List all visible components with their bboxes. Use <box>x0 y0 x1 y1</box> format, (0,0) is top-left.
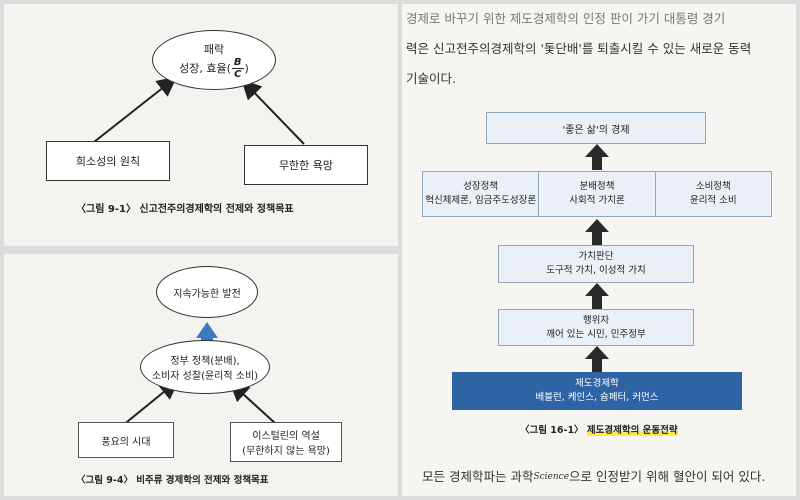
policy-growth-sub: 혁신체제론, 임금주도성장론 <box>425 195 537 206</box>
figure-16-1-arrows <box>585 144 609 372</box>
fraction: B C <box>231 56 244 80</box>
sustainable-ellipse: 지속가능한 발전 <box>156 266 258 318</box>
base-sub: 베블런, 케인스, 슘페터, 커먼스 <box>535 392 659 403</box>
page-text-line3: 기술이다. <box>406 71 456 86</box>
easterlin-box: 이스털린의 역설 (무한하지 않는 욕망) <box>230 422 342 462</box>
policy-distribution: 분배정책 사회적 가치론 <box>539 172 656 216</box>
policy-growth: 성장정책 혁신체제론, 임금주도성장론 <box>423 172 540 216</box>
figure-9-1-caption: 〈그림 9-1〉 신고전주의경제학의 전제와 정책목표 <box>76 204 294 215</box>
ellipse-text: 성장, 효율( <box>179 62 231 75</box>
policy-consumption-title: 소비정책 <box>695 181 731 192</box>
institutional-economics-box: 제도경제학 베블런, 케인스, 슘페터, 커먼스 <box>452 372 742 410</box>
policy-growth-title: 성장정책 <box>463 181 499 192</box>
scarcity-box: 희소성의 원칙 <box>46 141 170 181</box>
policy-ellipse: 정부 정책(분배), 소비자 성찰(윤리적 소비) <box>140 340 270 394</box>
actor-box: 행위자 깨어 있는 시민, 민주정부 <box>498 309 694 346</box>
goal-ellipse: 패락 성장, 효율( B C ) <box>152 30 276 90</box>
policy-distribution-title: 분배정책 <box>579 181 615 192</box>
actor-sub: 깨어 있는 시민, 민주정부 <box>546 328 646 340</box>
base-title: 제도경제학 <box>575 378 619 389</box>
figure-9-4-caption: 〈그림 9-4〉 비주류 경제학의 전제와 정책목표 <box>76 475 269 486</box>
fraction-denominator: C <box>234 68 242 80</box>
ellipse-line2: 성장, 효율( B C ) <box>179 57 249 80</box>
bottom-text-a: 모든 경제학파는 과학 <box>422 469 534 484</box>
policy-row: 성장정책 혁신체제론, 임금주도성장론 분배정책 사회적 가치론 소비정책 윤리… <box>422 171 772 217</box>
value-judgment-title: 가치판단 <box>578 251 614 262</box>
figure-16-1-caption: 〈그림 16-1〉 제도경제학의 운동전략 <box>520 422 678 436</box>
caption-main: 제도경제학의 운동전략 <box>586 425 678 436</box>
policy-distribution-sub: 사회적 가치론 <box>569 195 625 206</box>
fraction-numerator: B <box>231 56 244 69</box>
bottom-text-b: 으로 인정받기 위해 혈안이 되어 있다. <box>569 469 766 484</box>
abundance-box: 풍요의 시대 <box>78 422 174 458</box>
book-page-panel: 경제로 바꾸기 위한 제도경제학의 인정 판이 가기 대통령 경기 력은 신고전… <box>402 4 796 496</box>
ellipse-close: ) <box>244 61 249 75</box>
policy-line2: 소비자 성찰(윤리적 소비) <box>151 371 259 382</box>
page-text-line2: 력은 신고전주의경제학의 '돛단배'를 퇴출시킬 수 있는 새로운 동력 <box>406 41 752 56</box>
caption-prefix: 〈그림 16-1〉 <box>520 425 584 436</box>
policy-consumption: 소비정책 윤리적 소비 <box>656 172 771 216</box>
figure-9-1-arrows <box>93 76 305 145</box>
figure-9-1-panel: 패락 성장, 효율( B C ) 희소성의 원칙 무한한 욕망 〈그림 9-1〉… <box>4 4 398 246</box>
value-judgment-sub: 도구적 가치, 이성적 가치 <box>546 265 646 276</box>
bottom-text-science: Science <box>533 472 570 482</box>
ellipse-line1: 패락 <box>203 42 225 56</box>
page-bottom-text: 모든 경제학파는 과학Science으로 인정받기 위해 혈안이 되어 있다. <box>422 466 765 485</box>
easterlin-line1: 이스털린의 역설 <box>252 431 320 442</box>
value-judgment-box: 가치판단 도구적 가치, 이성적 가치 <box>498 245 694 283</box>
policy-line1: 정부 정책(분배), <box>170 356 240 367</box>
page-text-line1: 경제로 바꾸기 위한 제도경제학의 인정 판이 가기 대통령 경기 <box>406 11 726 26</box>
figure-9-4-panel: 지속가능한 발전 정부 정책(분배), 소비자 성찰(윤리적 소비) 풍요의 시… <box>4 254 398 496</box>
good-life-box: '좋은 삶'의 경제 <box>486 112 706 144</box>
policy-consumption-sub: 윤리적 소비 <box>689 195 737 206</box>
actor-title: 행위자 <box>582 314 610 326</box>
easterlin-line2: (무한하지 않는 욕망) <box>242 446 330 457</box>
desire-box: 무한한 욕망 <box>244 145 368 185</box>
